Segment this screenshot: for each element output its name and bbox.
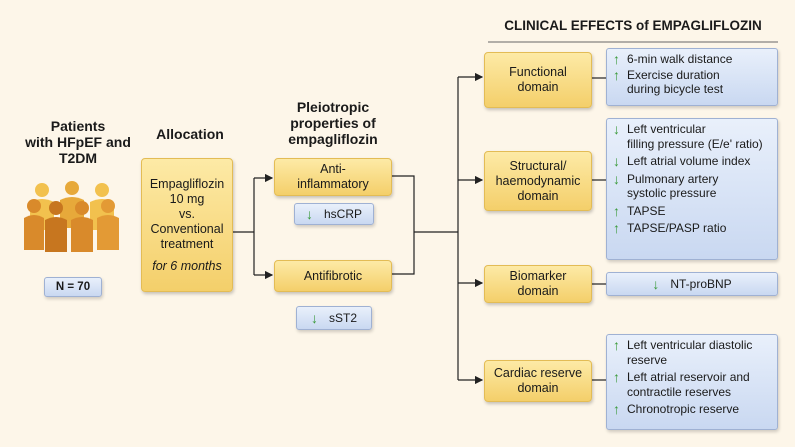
effect-item: ↑ TAPSE — [613, 202, 666, 219]
effect-item: ↑ Chronotropic reserve — [613, 401, 740, 417]
effect-item: ↓ Pulmonary artery systolic pressure — [613, 170, 719, 200]
allocation-text: Empagliflozin 10 mg vs. Conventional tre… — [149, 176, 225, 251]
down-arrow-icon: ↓ — [310, 309, 318, 326]
down-arrow-icon: ↓ — [613, 153, 620, 169]
effect-item: ↑ 6-min walk distance — [613, 51, 733, 67]
up-arrow-icon: ↑ — [613, 51, 620, 67]
structural-domain-box: Structural/ haemodynamic domain — [484, 151, 592, 211]
up-arrow-icon: ↑ — [613, 202, 620, 219]
up-arrow-icon: ↑ — [613, 220, 620, 236]
cardiac-reserve-effects: ↑ Left ventricular diastolic reserve ↑ L… — [606, 334, 778, 430]
pleiotropic-title: Pleiotropic properties of empagliflozin — [288, 99, 378, 147]
down-arrow-icon: ↓ — [613, 170, 620, 187]
down-arrow-icon: ↓ — [613, 121, 620, 137]
sample-size-badge: N = 70 — [44, 277, 102, 297]
people-group-icon — [24, 178, 120, 256]
functional-effects: ↑ 6-min walk distance ↑ Exercise duratio… — [606, 48, 778, 106]
structural-effects: ↓ Left ventricular filling pressure (E/e… — [606, 118, 778, 260]
effect-item: ↓ Left ventricular filling pressure (E/e… — [613, 121, 763, 151]
allocation-title: Allocation — [156, 126, 224, 142]
up-arrow-icon: ↑ — [613, 66, 620, 83]
hscrp-marker: ↓ hsCRP — [294, 203, 374, 225]
effect-item: ↑ Left atrial reservoir and contractile … — [613, 369, 750, 399]
biomarker-domain-box: Biomarker domain — [484, 265, 592, 303]
effect-item: ↑ Exercise duration during bicycle test — [613, 66, 724, 96]
allocation-duration: for 6 months — [152, 258, 222, 273]
effect-item: ↑ Left ventricular diastolic reserve — [613, 337, 753, 367]
antifibrotic-box: Antifibrotic — [274, 260, 392, 292]
effect-item: ↑ TAPSE/PASP ratio — [613, 220, 727, 236]
anti-inflammatory-box: Anti- inflammatory — [274, 158, 392, 196]
up-arrow-icon: ↑ — [613, 401, 620, 417]
functional-domain-box: Functional domain — [484, 52, 592, 108]
down-arrow-icon: ↓ — [305, 205, 313, 222]
biomarker-effects: ↓ NT-proBNP — [606, 272, 778, 296]
down-arrow-icon: ↓ — [652, 275, 660, 292]
up-arrow-icon: ↑ — [613, 369, 620, 385]
effect-item: ↓ Left atrial volume index — [613, 153, 751, 169]
cardiac-reserve-domain-box: Cardiac reserve domain — [484, 360, 592, 402]
up-arrow-icon: ↑ — [613, 337, 620, 353]
allocation-box: Empagliflozin 10 mg vs. Conventional tre… — [141, 158, 233, 292]
sst2-marker: ↓ sST2 — [296, 306, 372, 330]
patients-title: Patients with HFpEF and T2DM — [25, 118, 131, 166]
clinical-effects-title: CLINICAL EFFECTS of EMPAGLIFLOZIN — [504, 18, 762, 33]
